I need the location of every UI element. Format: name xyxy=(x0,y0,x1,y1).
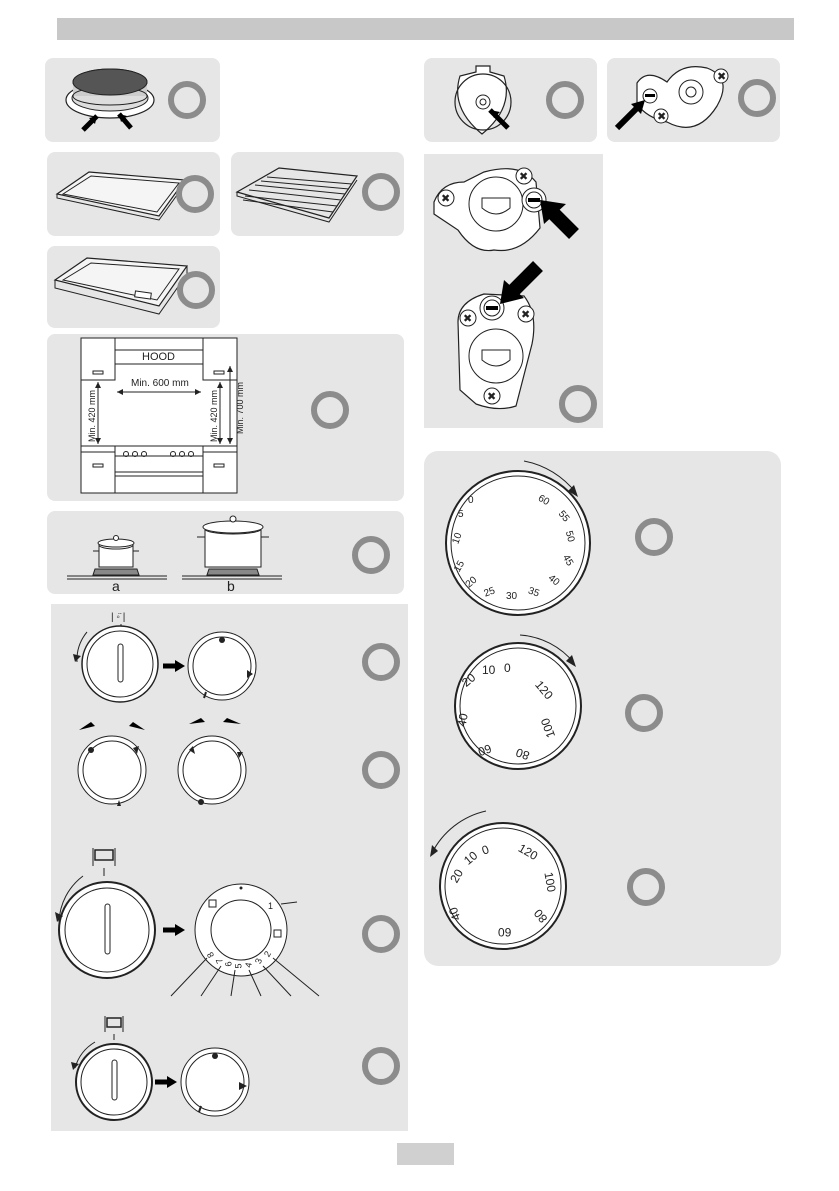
temp1-number-40: 40 xyxy=(454,712,471,728)
pot-label-a: a xyxy=(112,578,120,594)
right-height-label: Min. 420 mm xyxy=(209,389,219,442)
step-badge xyxy=(362,173,400,211)
svg-text:✖: ✖ xyxy=(657,110,666,123)
selector-number-5: 5 xyxy=(233,963,244,969)
step-badge xyxy=(627,868,665,906)
valve-plates-illustration: ✖ ✖ ✖ ✖ ✖ xyxy=(433,167,597,423)
svg-text:| ◦̈ |: | ◦̈ | xyxy=(111,612,125,623)
pot-size-illustration xyxy=(67,515,390,580)
temp2-number-60: 60 xyxy=(498,925,512,939)
step-badge xyxy=(352,536,390,574)
grill-rack-illustration xyxy=(235,167,400,223)
dial-diagrams xyxy=(430,460,673,950)
step-badge xyxy=(362,1047,400,1085)
kitchen-clearance-diagram xyxy=(80,337,349,494)
burner-panel xyxy=(45,58,220,142)
step-badge xyxy=(546,81,584,119)
header-bar xyxy=(57,18,794,40)
timer-number-30: 30 xyxy=(506,591,518,602)
width-label: Min. 600 mm xyxy=(131,378,189,389)
hood-clearance-panel: HOOD Min. 600 mm Min. 420 mm Min. 420 mm… xyxy=(47,334,404,501)
hood-label: HOOD xyxy=(142,351,175,363)
burner-illustration xyxy=(65,68,206,132)
pot-size-panel: a b xyxy=(47,511,404,594)
pot-label-b: b xyxy=(227,578,235,594)
temp1-number-0: 0 xyxy=(504,661,511,675)
step-badge xyxy=(177,271,215,309)
page-number-tab xyxy=(397,1143,454,1165)
flat-tray-illustration xyxy=(55,171,214,221)
timer-number-0: 0 xyxy=(468,495,474,506)
valve-plates-panel: ✖ ✖ ✖ ✖ ✖ xyxy=(424,154,603,428)
injector-illustration xyxy=(454,65,584,135)
svg-text:✖: ✖ xyxy=(521,308,530,321)
valve-plate-panel: ✖ ✖ xyxy=(607,58,780,142)
svg-text:✖: ✖ xyxy=(463,312,472,325)
step-badge xyxy=(311,391,349,429)
svg-text:✖: ✖ xyxy=(487,390,496,403)
flat-tray-panel xyxy=(47,152,220,236)
step-badge xyxy=(176,175,214,213)
grill-rack-panel xyxy=(231,152,404,236)
step-badge xyxy=(168,81,206,119)
injector-panel xyxy=(424,58,597,142)
step-badge xyxy=(635,518,673,556)
valve-plate-illustration: ✖ ✖ xyxy=(614,66,776,131)
deep-tray-panel xyxy=(47,246,220,328)
svg-text:✖: ✖ xyxy=(519,170,528,183)
step-badge xyxy=(738,79,776,117)
far-right-height-label: Min. 700 mm xyxy=(235,381,245,434)
step-badge xyxy=(362,751,400,789)
knobs-panel: | ◦̈ | xyxy=(51,604,408,1131)
deep-tray-illustration xyxy=(53,257,215,315)
temp1-number-10: 10 xyxy=(482,663,496,677)
step-badge xyxy=(559,385,597,423)
svg-text:✖: ✖ xyxy=(717,70,726,83)
selector-number-1: 1 xyxy=(268,901,274,911)
step-badge xyxy=(362,643,400,681)
step-badge xyxy=(625,694,663,732)
step-badge xyxy=(362,915,400,953)
svg-text:✖: ✖ xyxy=(441,192,450,205)
timer-number-5: 5 xyxy=(458,509,464,520)
timer-dials-panel: 0 5 10 15 20 25 30 35 40 45 50 55 60 0 1… xyxy=(424,451,781,966)
left-height-label: Min. 420 mm xyxy=(87,389,97,442)
knob-diagrams: | ◦̈ | xyxy=(55,612,400,1121)
